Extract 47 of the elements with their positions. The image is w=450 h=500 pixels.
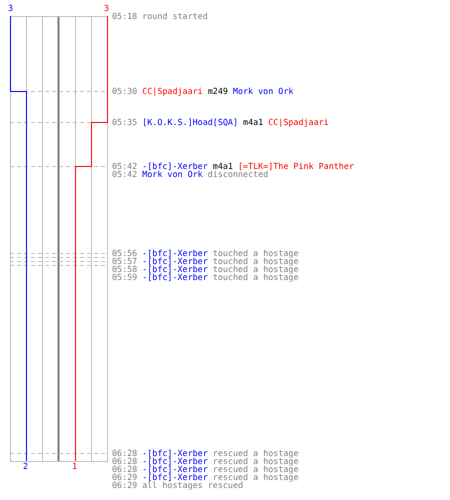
event-text: rescued a hostage (212, 473, 298, 481)
player-name: CC|Spadjaari (268, 118, 329, 126)
weapon-name: m249 (208, 87, 228, 95)
event-text: touched a hostage (212, 249, 298, 257)
timestamp: 05:18 (112, 12, 138, 20)
player-name: -[bfc]-Xerber (142, 457, 208, 465)
timestamp: 05:42 (112, 170, 138, 178)
timestamp: 05:42 (112, 162, 138, 170)
player-name: -[bfc]-Xerber (142, 473, 208, 481)
timestamp: 05:57 (112, 257, 138, 265)
player-count: 2 (23, 462, 28, 470)
weapon-name: m4a1 (212, 162, 233, 170)
player-name: Mork von Ork (142, 170, 203, 178)
player-count: 1 (72, 462, 78, 470)
event-text: touched a hostage (212, 265, 298, 273)
event-text: disconnected (208, 170, 268, 178)
event-text: touched a hostage (212, 273, 298, 281)
timestamp: 05:35 (112, 118, 138, 126)
player-name: -[bfc]-Xerber (142, 465, 208, 473)
event-text: rescued a hostage (212, 465, 298, 473)
timestamp: 05:30 (112, 87, 138, 95)
event-text: round started (142, 12, 208, 20)
player-name: -[bfc]-Xerber (142, 162, 208, 170)
player-name: -[bfc]-Xerber (142, 273, 208, 281)
player-name: -[bfc]-Xerber (142, 449, 208, 457)
player-name: [K.O.K.S.]Hoad[SQA] (142, 118, 238, 126)
player-name: -[bfc]-Xerber (142, 265, 208, 273)
timestamp: 06:28 (112, 457, 138, 465)
event-text: rescued a hostage (212, 457, 298, 465)
weapon-name: m4a1 (243, 118, 264, 126)
player-name: [=TLK=]The Pink Panther (238, 162, 354, 170)
timestamp: 06:29 (112, 473, 138, 481)
timestamp: 05:56 (112, 249, 138, 257)
player-count: 3 (104, 4, 110, 12)
event-text: rescued a hostage (212, 449, 298, 457)
player-name: -[bfc]-Xerber (142, 257, 208, 265)
event-text: all hostages rescued (142, 481, 244, 489)
timestamp: 06:28 (112, 465, 138, 473)
timestamp: 06:29 (112, 481, 138, 489)
player-count: 3 (8, 4, 14, 12)
player-name: CC|Spadjaari (142, 87, 203, 95)
timestamp: 06:28 (112, 449, 138, 457)
player-name: -[bfc]-Xerber (142, 249, 208, 257)
event-text: touched a hostage (212, 257, 298, 265)
timestamp: 05:58 (112, 265, 138, 273)
timestamp: 05:59 (112, 273, 138, 281)
player-name: Mork von Ork (232, 87, 294, 95)
